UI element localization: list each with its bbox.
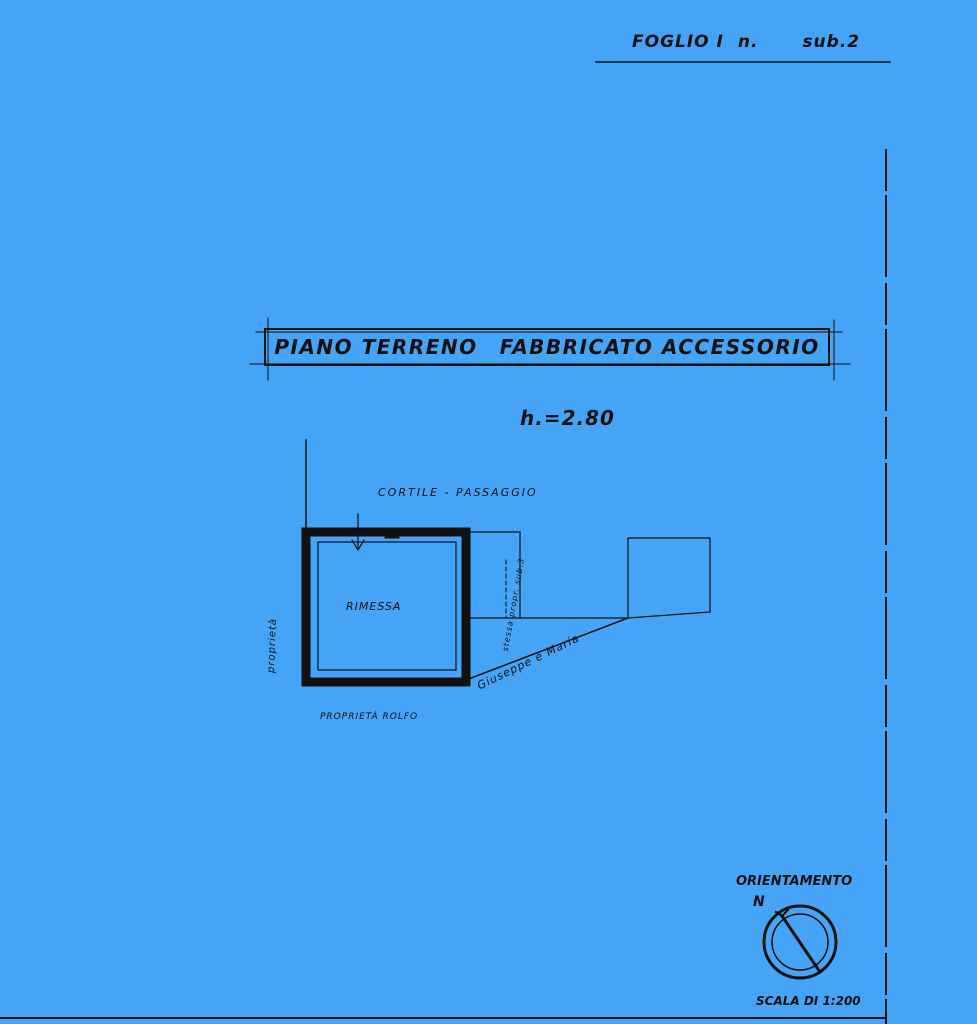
courtyard-label: CORTILE - PASSAGGIO xyxy=(378,486,538,499)
plan-title-box: PIANO TERRENO FABBRICATO ACCESSORIO xyxy=(264,328,830,366)
room-label-rimessa: RIMESSA xyxy=(346,600,402,613)
north-label: N xyxy=(753,894,766,910)
wall-opening-mark xyxy=(384,527,400,539)
sub-label: sub.2 xyxy=(802,32,861,52)
compass-needle-tip xyxy=(774,908,790,918)
entry-arrow-head xyxy=(351,539,365,552)
rimessa-inner-outline xyxy=(317,541,457,671)
owner-below-label: PROPRIETÀ ROLFO xyxy=(320,712,419,722)
sheet-reference: FOGLIO I n. sub.2 xyxy=(632,32,860,52)
compass-inner-ring xyxy=(771,913,829,971)
foglio-label: FOGLIO I xyxy=(632,32,724,52)
plan-title-building: FABBRICATO ACCESSORIO xyxy=(499,335,820,359)
ceiling-height-label: h.=2.80 xyxy=(520,406,615,430)
rimessa-walls xyxy=(301,527,471,687)
orientation-label: ORIENTAMENTO xyxy=(736,874,853,889)
boundary-diagonal xyxy=(465,617,629,681)
neighbor-building-outline xyxy=(627,537,711,619)
scale-label: SCALA DI 1:200 xyxy=(756,994,861,1008)
annex-outline xyxy=(467,531,521,619)
compass-needle xyxy=(779,913,823,975)
plan-title-floor: PIANO TERRENO xyxy=(274,335,478,359)
number-label: n. xyxy=(737,32,759,52)
compass-outer-ring xyxy=(762,904,838,980)
